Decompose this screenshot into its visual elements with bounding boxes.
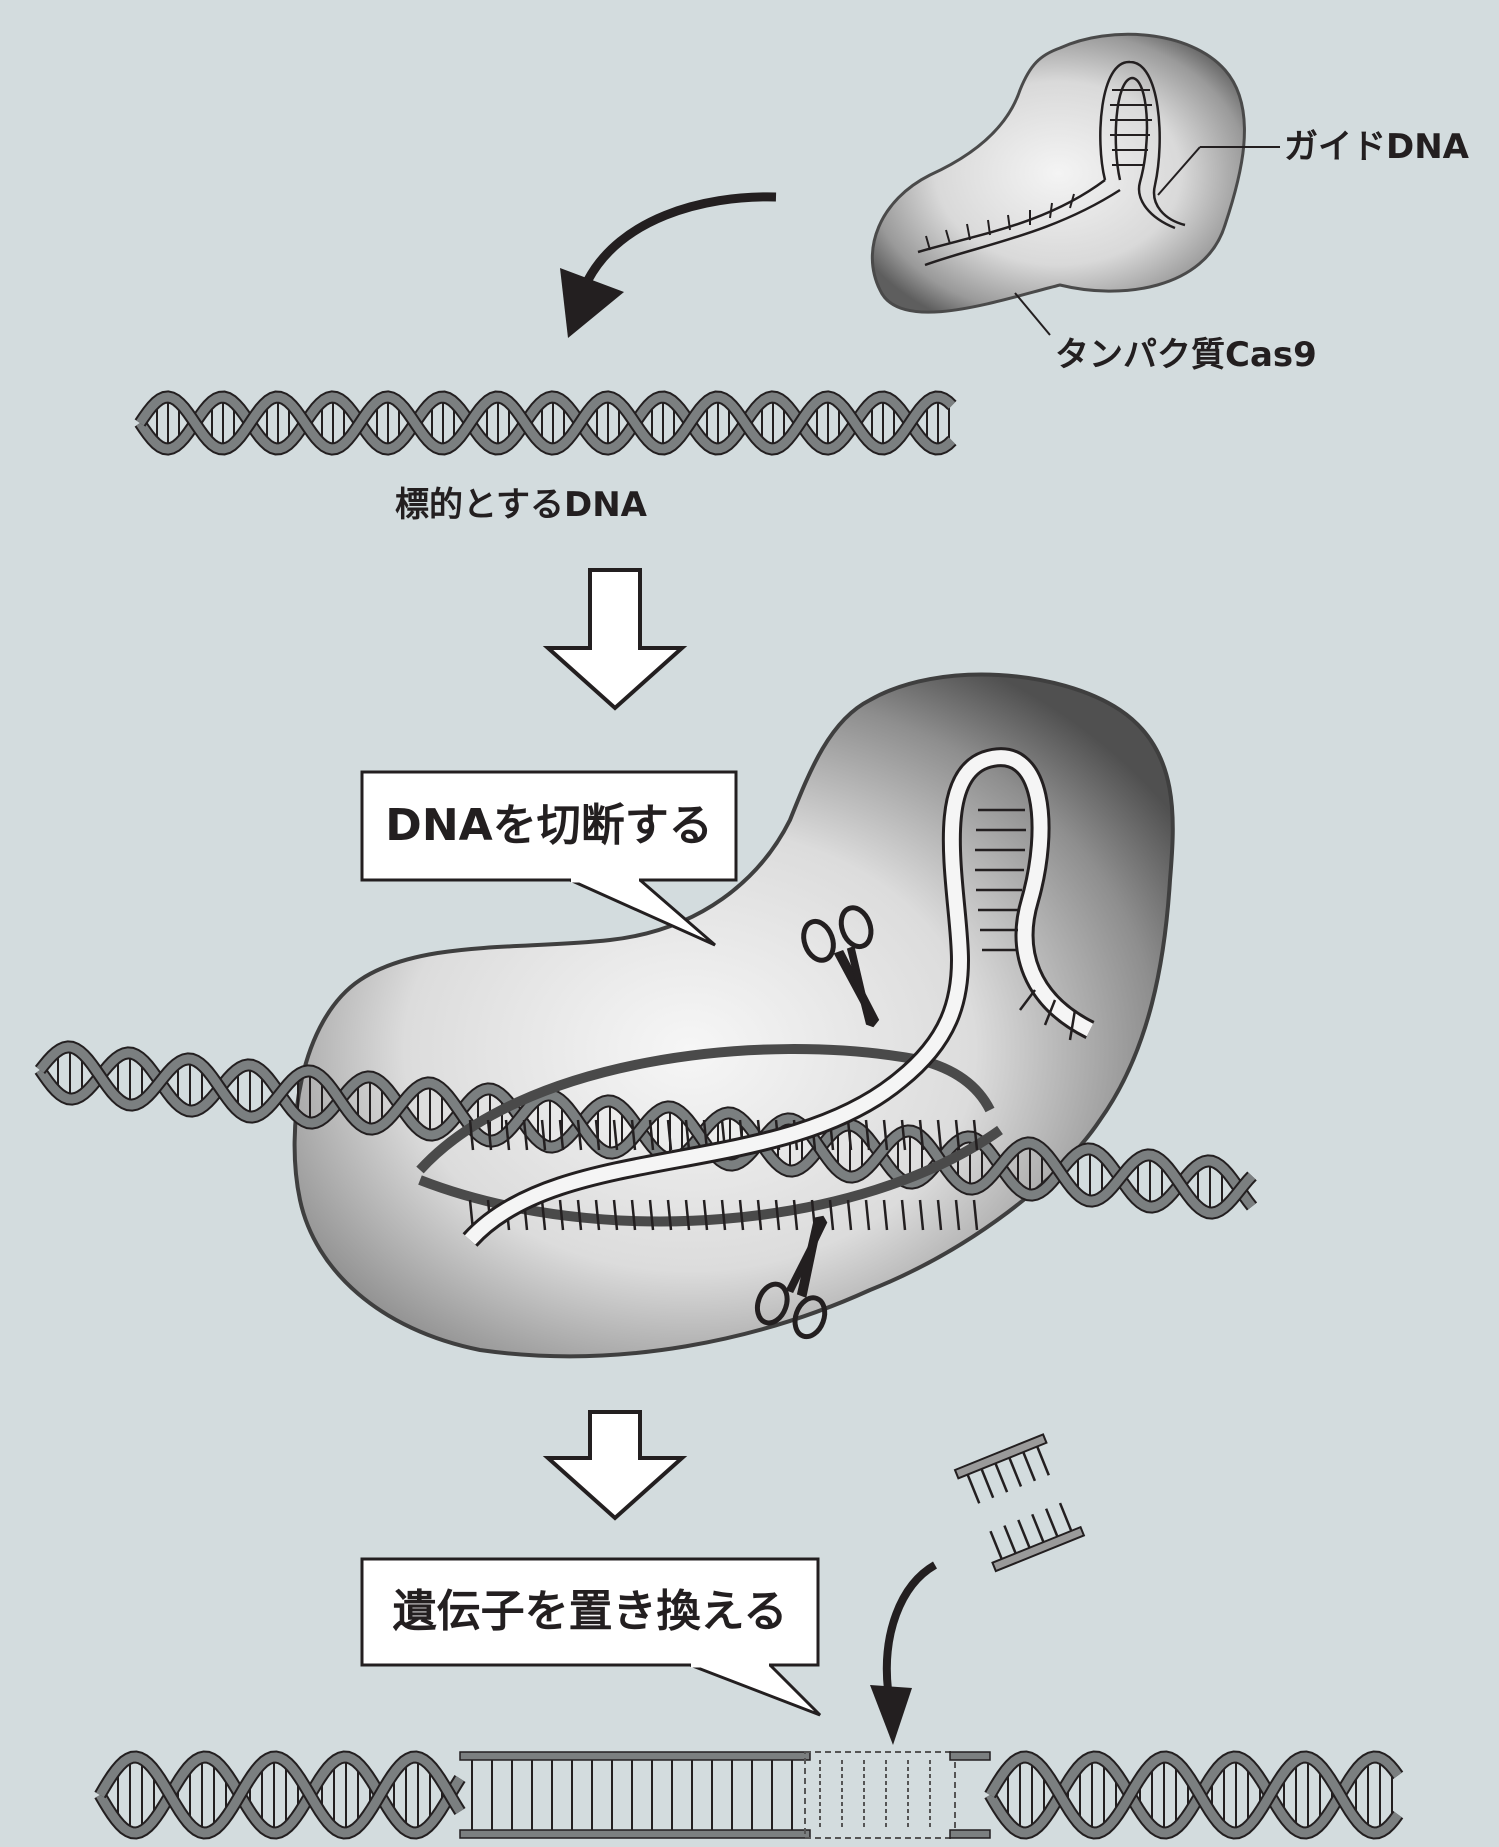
target-dna-label: 標的とするDNA — [395, 488, 647, 522]
callout-replace-box — [362, 1559, 820, 1715]
callout-cut-text: DNAを切断する — [362, 804, 736, 848]
approach-arrow — [560, 197, 776, 338]
target-dna-helix — [140, 397, 952, 449]
down-arrow-1 — [548, 570, 682, 708]
protein-cas9-label: タンパク質Cas9 — [1055, 338, 1317, 372]
edited-dna-helix — [100, 1757, 1398, 1833]
callout-replace-text: 遺伝子を置き換える — [362, 1590, 818, 1634]
insert-arrow — [870, 1565, 935, 1745]
replacement-dna-fragment — [955, 1434, 1084, 1571]
cas9-protein-small — [872, 34, 1280, 335]
callout-cut-box — [362, 772, 736, 945]
down-arrow-2 — [548, 1412, 682, 1518]
edited-dna-ladder — [460, 1752, 990, 1838]
guide-dna-label: ガイドDNA — [1284, 130, 1469, 164]
